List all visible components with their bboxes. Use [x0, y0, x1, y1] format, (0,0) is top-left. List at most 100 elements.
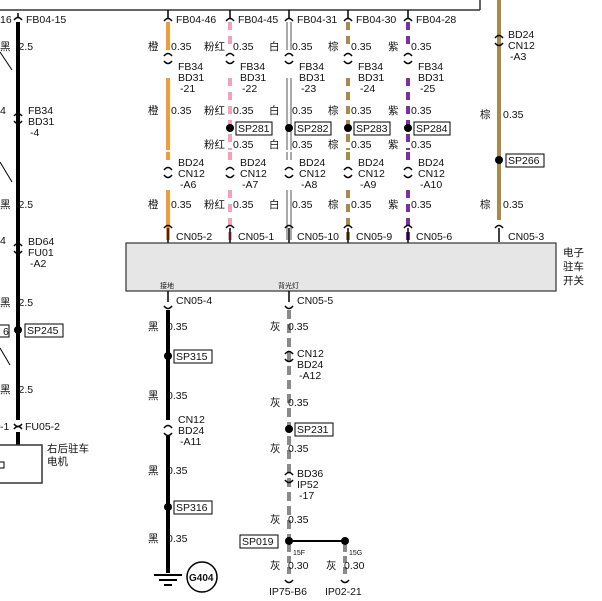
col4-label2-color: 棕 — [328, 104, 339, 117]
col5-label3-gauge: 0.35 — [411, 139, 432, 151]
splice-box-sp019 — [239, 534, 279, 549]
col3-label2-color: 白 — [269, 104, 280, 117]
ground-inline-a: CN12 — [178, 414, 205, 426]
right-brown-wire-group: BD24 CN12 -A3 棕 0.35 SP266 棕 0.35 CN05-3 — [480, 0, 545, 243]
svg-text:灰: 灰 — [326, 559, 337, 572]
col4-bd-c: -A9 — [360, 179, 377, 191]
left-inline1-b: BD31 — [28, 116, 54, 128]
connector-cap — [284, 224, 294, 229]
col4-label3-color: 棕 — [328, 138, 339, 151]
col5-label4-color: 紫 — [388, 199, 399, 211]
connector-cap — [13, 16, 23, 21]
svg-text:0.35: 0.35 — [288, 321, 309, 333]
motor-label-line1: 右后驻车 — [47, 442, 89, 455]
col4-label4-gauge: 0.35 — [351, 199, 372, 211]
left-splice-prefix: 6 — [3, 326, 9, 338]
right-wire-label-1-gauge: 0.35 — [503, 109, 524, 121]
motor-label-line2: 电机 — [47, 455, 68, 468]
col2-fb-a: FB34 — [240, 61, 265, 73]
connector-cap — [284, 174, 294, 179]
svg-text:黑: 黑 — [148, 465, 159, 477]
connector-cap — [343, 52, 353, 57]
splice-box — [235, 121, 273, 136]
col4-bd-b: CN12 — [358, 168, 385, 180]
connector-cap — [13, 120, 23, 125]
col3-label1-color: 白 — [269, 40, 280, 53]
col5-label3-color: 紫 — [388, 139, 399, 151]
svg-text:0.35: 0.35 — [288, 397, 309, 409]
lower-pin-tag-ground: 接地 — [160, 281, 174, 290]
connector-cap — [13, 242, 23, 247]
connector-cap — [225, 174, 235, 179]
connector-cap — [284, 471, 294, 476]
col1-bd-a: BD24 — [178, 157, 204, 169]
connector-cap — [284, 479, 294, 484]
connector-cap — [284, 305, 294, 310]
module-pin-3: CN05-10 — [297, 231, 339, 243]
connector-cap — [340, 579, 350, 584]
connector-cap — [163, 424, 173, 429]
ground-inline-b: BD24 — [178, 425, 204, 437]
backlight-inline2-b: IP52 — [297, 479, 319, 491]
col1-label2-color: 橙 — [148, 104, 159, 117]
col5-fb-b: BD31 — [418, 72, 444, 84]
connector-cap — [225, 17, 235, 22]
col3-fb-c: -23 — [301, 83, 316, 95]
branch-tag-1: 15F — [293, 550, 305, 557]
connector-cap — [494, 34, 504, 39]
splice-box — [413, 121, 451, 136]
motor-terminal — [0, 461, 5, 469]
col3-label1-gauge: 0.35 — [292, 41, 313, 53]
connector-cap — [403, 174, 413, 179]
connector-cap — [13, 112, 23, 117]
connector-cap — [163, 17, 173, 22]
left-end-prefix: -1 — [0, 421, 9, 433]
svg-text:0.35: 0.35 — [167, 533, 188, 545]
connector-cap — [284, 60, 294, 65]
col3-bd-a: BD24 — [299, 157, 325, 169]
col1-label2-gauge: 0.35 — [171, 105, 192, 117]
col3-label3-color: 白 — [269, 138, 280, 151]
connector-cap — [343, 17, 353, 22]
connector-cap — [403, 60, 413, 65]
connector-cap — [163, 60, 173, 65]
col5-label2-gauge: 0.35 — [411, 105, 432, 117]
col5-label1-color: 紫 — [388, 41, 399, 53]
splice-box — [294, 121, 332, 136]
splice-label-2: SP282 — [297, 123, 329, 135]
svg-text:灰: 灰 — [270, 396, 281, 409]
col3-bd-c: -A8 — [301, 179, 318, 191]
col3-label4-gauge: 0.35 — [292, 199, 313, 211]
col4-fb-a: FB34 — [358, 61, 383, 73]
top-connector-1: FB04-46 — [176, 14, 216, 26]
splice-dot — [226, 124, 234, 132]
connector-cap — [284, 350, 294, 355]
col2-label1-color: 粉红 — [204, 40, 225, 53]
right-inline-b: CN12 — [508, 40, 535, 52]
connector-cap — [494, 42, 504, 47]
connector-cap — [494, 224, 504, 229]
col3-fb-a: FB34 — [299, 61, 324, 73]
backlight-inline2-a: BD36 — [297, 468, 323, 480]
col3-label3-gauge: 0.35 — [292, 139, 313, 151]
left-inline2-prefix: 4 — [0, 235, 6, 247]
ground-point-label: G404 — [189, 573, 214, 584]
col1-label1-color: 橙 — [148, 40, 159, 53]
col2-label1-gauge: 0.35 — [233, 41, 254, 53]
module-label-line1: 电子 — [563, 246, 584, 259]
wire-tick — [0, 161, 13, 183]
left-splice-prefix-box — [0, 324, 10, 338]
connector-cap — [13, 425, 23, 430]
svg-text:灰: 灰 — [270, 320, 281, 333]
splice-dot-sp266 — [495, 156, 503, 164]
connector-cap — [225, 60, 235, 65]
module-pin-cn05-3: CN05-3 — [508, 231, 544, 243]
splice-dot-sp245 — [14, 326, 22, 334]
connector-cap — [284, 166, 294, 171]
lower-pin-cn05-5: CN05-5 — [297, 295, 333, 307]
ground-wire-group: 接地 CN05-4 黑 0.35 SP315 黑 0.35 CN12 BD24 … — [148, 281, 218, 593]
lower-pin-cn05-4: CN05-4 — [176, 295, 212, 307]
svg-text:灰: 灰 — [270, 442, 281, 455]
electronic-parking-switch-module — [125, 242, 557, 292]
col4-label4-color: 棕 — [328, 198, 339, 211]
